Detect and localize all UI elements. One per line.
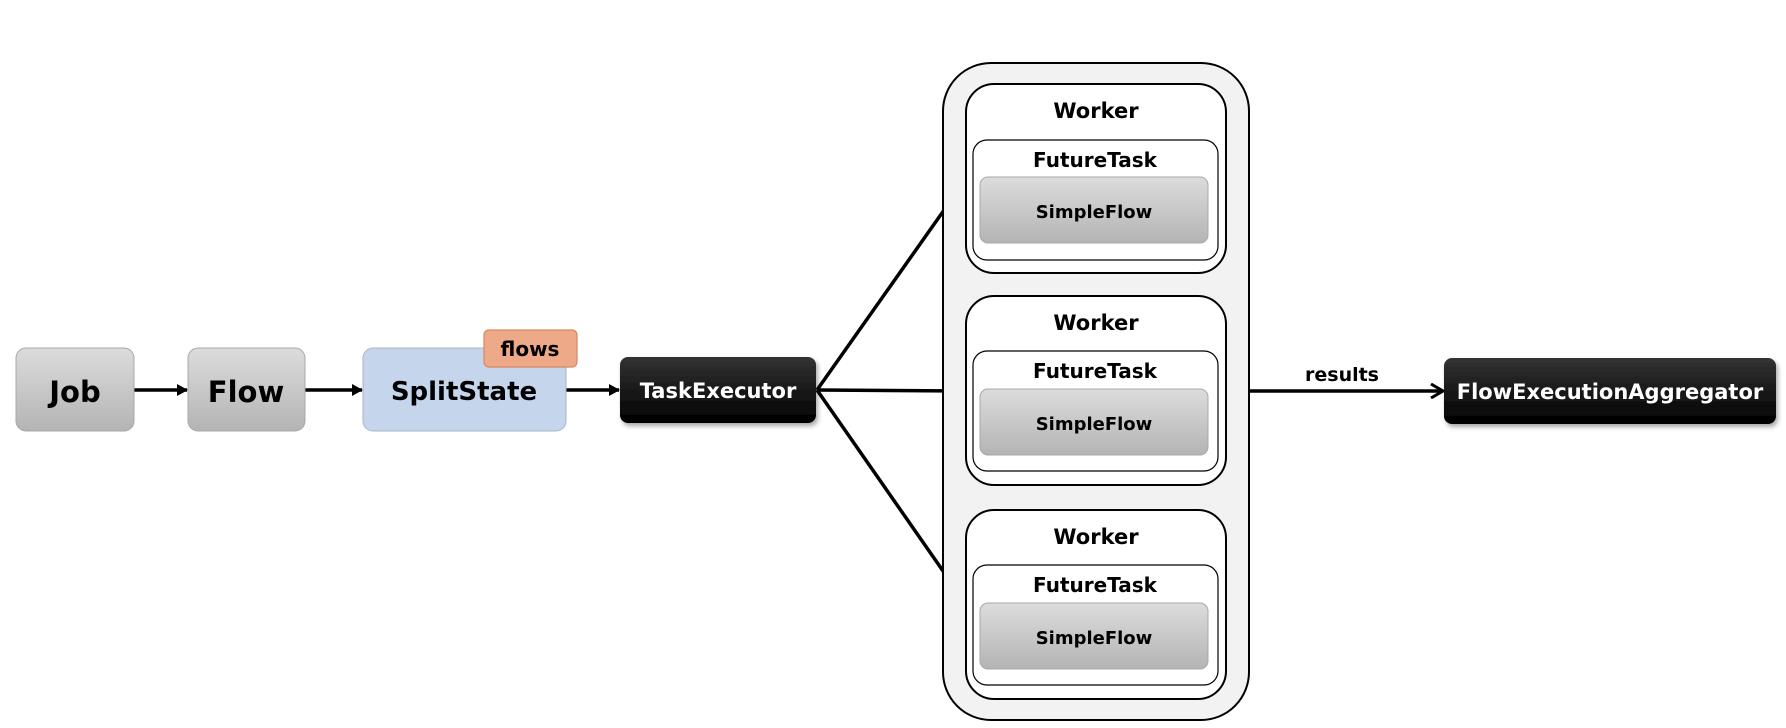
edge-taskexecutor-worker-2 [816, 390, 965, 391]
taskexecutor-label: TaskExecutor [640, 379, 797, 403]
splitstate-node: SplitState [362, 347, 567, 432]
futuretask-3-label: FutureTask [1033, 573, 1158, 597]
worker-1: Worker FutureTask SimpleFlow [965, 83, 1227, 274]
futuretask-2-label: FutureTask [1033, 359, 1158, 383]
simpleflow-1-label: SimpleFlow [1036, 202, 1153, 223]
worker-2-label: Worker [1053, 311, 1139, 335]
flows-tag: flows [483, 329, 578, 368]
simpleflow-2 [979, 388, 1209, 456]
results-label: results [1305, 364, 1379, 386]
aggregator-node: FlowExecutionAggregator [1444, 358, 1776, 424]
worker-3: Worker FutureTask SimpleFlow [965, 509, 1227, 700]
job-node: Job [15, 347, 135, 432]
futuretask-1-label: FutureTask [1033, 148, 1158, 172]
taskexecutor-node: TaskExecutor [620, 357, 816, 423]
flow-node: Flow [187, 347, 306, 432]
worker-2: Worker FutureTask SimpleFlow [965, 295, 1227, 486]
job-label: Job [47, 375, 100, 409]
aggregator-label: FlowExecutionAggregator [1457, 380, 1764, 404]
simpleflow-2-label: SimpleFlow [1036, 414, 1153, 435]
simpleflow-3 [979, 602, 1209, 670]
edge-taskexecutor-worker-3 [815, 389, 966, 604]
simpleflow-1 [979, 176, 1209, 244]
edge-taskexecutor-worker-1 [815, 179, 966, 392]
worker-1-label: Worker [1053, 99, 1139, 123]
flows-tag-label: flows [501, 337, 560, 361]
flow-label: Flow [208, 375, 284, 409]
worker-3-label: Worker [1053, 525, 1139, 549]
simpleflow-3-label: SimpleFlow [1036, 628, 1153, 649]
splitstate-label: SplitState [391, 377, 537, 407]
